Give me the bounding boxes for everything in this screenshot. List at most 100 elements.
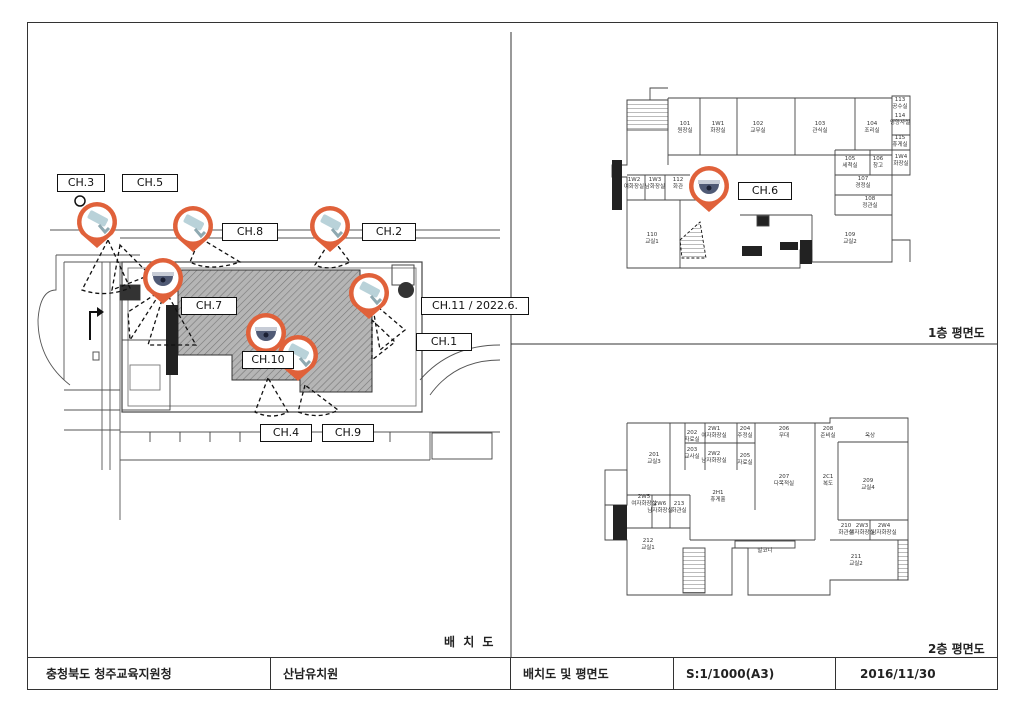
- dome-camera-icon: [698, 180, 720, 194]
- floor1-room-number: 110: [647, 232, 658, 238]
- floor1-room-name: 창고: [873, 161, 883, 169]
- floor1-room-name: 경정실: [855, 181, 870, 189]
- camera-label-ch5: CH.5: [122, 174, 178, 192]
- floor2-room-number: 2W2: [708, 451, 720, 457]
- floor1-room-name: 정관실: [862, 201, 877, 209]
- floor1-room-number: 1W1: [712, 121, 724, 127]
- floor1-room-number: 105: [845, 156, 856, 162]
- floor2-room-number: 203: [687, 447, 698, 453]
- floor2-room-number: 205: [740, 453, 751, 459]
- floor1-room-number: 102: [753, 121, 764, 127]
- floor2-room-name: 휴게홀: [710, 495, 725, 503]
- floor2-room-name: 교실4: [861, 483, 875, 491]
- title-block-school: 산남유치원: [271, 658, 511, 690]
- floor1-room-number: 107: [858, 176, 869, 182]
- floor2-room-name: 자료실: [737, 458, 752, 466]
- floor2-room-number: 206: [779, 426, 790, 432]
- floor2-room-name: 복도: [823, 480, 833, 487]
- floor1-room-name: 영양사실: [890, 118, 910, 126]
- camera-label-ch4: CH.4: [260, 424, 312, 442]
- floor1-room-number: 112: [673, 177, 684, 183]
- floor2-room-number: 207: [779, 474, 790, 480]
- bullet-camera-icon: [87, 210, 111, 235]
- floor2-room-name: 여자화장실: [701, 431, 726, 439]
- floor2-room-name: 준비실: [820, 431, 835, 439]
- floor2-room-number: 2W1: [708, 426, 720, 432]
- camera-marker-ch6: [689, 165, 730, 212]
- floor2-room-number: 210: [841, 523, 852, 529]
- floor2-room-name: 남자화장실: [701, 456, 726, 464]
- camera-marker-ch2: [310, 206, 350, 252]
- floor2-room-number: 2W6: [654, 501, 667, 507]
- floor1-room-number: 115: [895, 135, 906, 141]
- floor1-room-name: 조리실: [864, 126, 879, 134]
- floor2-room-number: 209: [863, 478, 874, 484]
- floor2-room-name: 주정실: [737, 431, 752, 439]
- floor2-room-name: 화관실: [671, 506, 686, 514]
- floor2-room-name: 교실1: [641, 543, 655, 551]
- floor2-room-number: 2W4: [878, 523, 891, 529]
- floor2-room-number: 204: [740, 426, 751, 432]
- floor1-room-number: 114: [895, 113, 906, 119]
- floor2-room-number: 2W5: [638, 494, 651, 500]
- floor2-room-number: 208: [823, 426, 834, 432]
- floor2-room-name: 자료실: [684, 435, 699, 443]
- floor1-room-number: 104: [867, 121, 878, 127]
- floor2-room-name: 남자화장실: [647, 506, 672, 514]
- camera-label-ch1: CH.1: [416, 333, 472, 351]
- floor1-room-number: 113: [895, 97, 906, 103]
- floor1-room-name: 교실1: [645, 237, 659, 245]
- sheet-border: [27, 22, 998, 690]
- floor1-room-number: 1W3: [649, 177, 662, 183]
- camera-label-ch6: CH.6: [738, 182, 792, 200]
- floor1-room-number: 103: [815, 121, 826, 127]
- floor1-room-number: 106: [873, 156, 884, 162]
- camera-label-ch9: CH.9: [322, 424, 374, 442]
- camera-marker-ch3: [77, 201, 118, 248]
- camera-label-ch10: CH.10: [242, 351, 294, 369]
- floor2-room-name: 화관실: [838, 528, 853, 536]
- site-plan-title: 배 치 도: [444, 635, 496, 649]
- floor1-room-name: 공수실: [892, 102, 907, 110]
- camera-label-ch3: CH.3: [57, 174, 105, 192]
- dome-camera-icon: [255, 327, 277, 341]
- floor2-room-name: 여자화장실: [631, 499, 656, 507]
- camera-label-ch8: CH.8: [222, 223, 278, 241]
- floor2-room-name: 교실3: [647, 457, 661, 465]
- floor1-room-name: 휴게실: [892, 140, 907, 148]
- floor2-room-number: 2C1: [823, 474, 834, 480]
- floor1-room-name: 세척실: [842, 161, 857, 169]
- title-block-scale: S:1/1000(A3): [674, 658, 836, 690]
- coverage-cones: [81, 236, 407, 417]
- floor2-title: 2층 평면도: [928, 642, 985, 656]
- floor1-room-name: 관식실: [812, 126, 827, 134]
- floor1-room-name: 교실2: [843, 237, 857, 245]
- title-block-drawing: 배치도 및 평면도: [511, 658, 674, 690]
- floor1-plan: [611, 87, 911, 269]
- camera-marker-ch10: [246, 312, 286, 359]
- floor1-title: 1층 평면도: [928, 326, 985, 340]
- floor2-room-number: 202: [687, 430, 698, 436]
- floor2-room-name: 옥상: [865, 431, 875, 439]
- floor1-room-name: 원장실: [677, 126, 692, 134]
- floor2-room-number: 2W3: [856, 523, 869, 529]
- title-block-office: 충청북도 청주교육지원청: [28, 658, 271, 690]
- camera-marker-ch7: [143, 257, 183, 304]
- title-block: 충청북도 청주교육지원청 산남유치원 배치도 및 평면도 S:1/1000(A3…: [28, 657, 997, 690]
- camera-marker-ch11: [349, 273, 389, 319]
- title-block-date: 2016/11/30: [860, 667, 936, 681]
- camera-label-ch7: CH.7: [181, 297, 237, 315]
- floor1-room-name: 여화장실: [624, 182, 644, 190]
- floor1-room-number: 101: [680, 121, 691, 127]
- equipment-unit: [398, 282, 414, 298]
- floor1-room-number: 108: [865, 196, 876, 202]
- floor2-room-name: 발코니: [757, 546, 772, 554]
- floor2-room-number: 211: [851, 554, 862, 560]
- floor2-room-name: 무대: [779, 431, 789, 439]
- floor2-plan: [604, 417, 909, 596]
- bullet-camera-icon: [288, 343, 312, 368]
- floor2-room-number: 212: [643, 538, 654, 544]
